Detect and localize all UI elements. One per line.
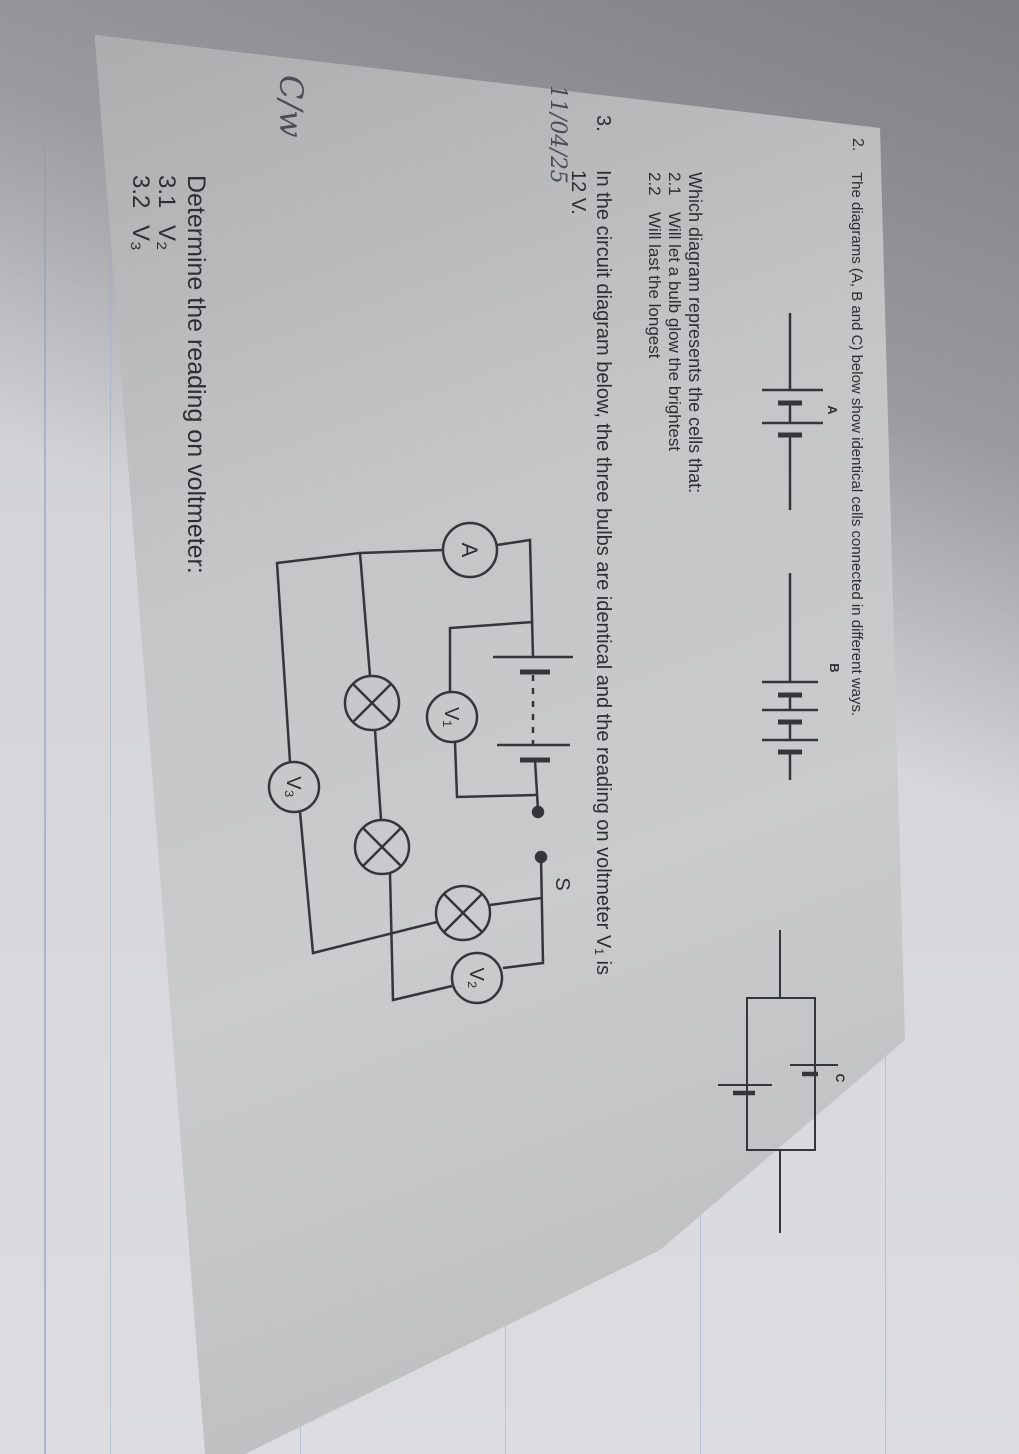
wire <box>448 620 534 692</box>
label-b: B <box>827 663 842 672</box>
wire <box>533 759 540 811</box>
wire <box>358 552 372 677</box>
wire <box>275 548 444 763</box>
wire <box>502 856 545 970</box>
wire <box>489 896 542 907</box>
wire <box>453 741 537 799</box>
switch-contact <box>531 805 545 819</box>
voltmeter-v3: V₃ <box>267 760 321 814</box>
voltmeter-v2: V₂ <box>450 951 504 1005</box>
label-a: A <box>825 405 840 415</box>
wire <box>298 811 438 955</box>
voltmeter-v1: V₁ <box>425 690 479 744</box>
wire <box>373 729 383 821</box>
wire <box>496 538 535 658</box>
cell-diagram-b: B <box>762 573 842 780</box>
label-c: C <box>833 1074 847 1083</box>
bulb-2 <box>353 818 411 876</box>
v3-label: V₃ <box>282 776 304 797</box>
v2-label: V₂ <box>465 967 487 988</box>
cell-diagram-c: C <box>718 930 847 1233</box>
cell-diagram-a: A <box>762 313 840 510</box>
wire <box>388 872 453 1002</box>
ammeter-label: A <box>457 543 482 558</box>
ammeter: A <box>441 521 499 579</box>
circuit-diagram: A V₁ V₂ V₃ S <box>267 521 573 1005</box>
switch-label: S <box>551 877 573 890</box>
bulb-3 <box>434 884 492 942</box>
bulb-1 <box>343 674 401 732</box>
v1-label: V₁ <box>440 707 462 727</box>
